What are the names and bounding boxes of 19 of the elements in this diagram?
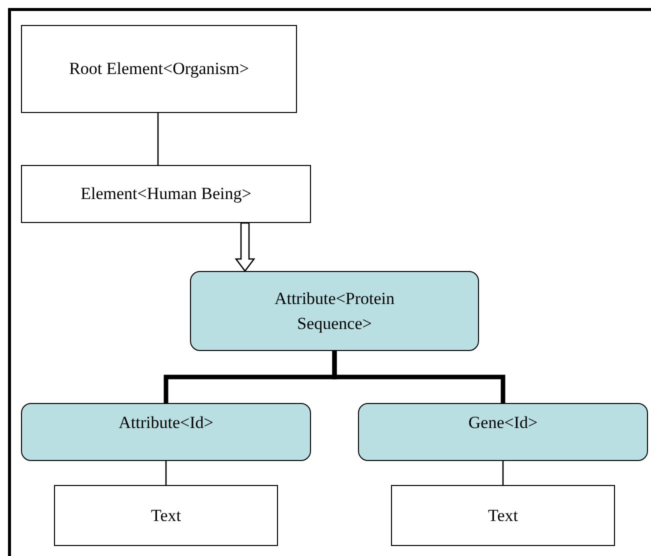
- gene-box: [358, 403, 648, 461]
- node-label: Attribute<Protein Sequence>: [273, 288, 396, 335]
- attribute-box: [21, 403, 311, 461]
- root-element-box: [21, 25, 297, 113]
- connector-line: [157, 113, 159, 165]
- node-label: Attribute<Id>: [118, 412, 214, 434]
- text-box: [391, 485, 615, 546]
- node-label: Root Element<Organism>: [69, 58, 249, 80]
- node-label: Text: [488, 504, 518, 527]
- connector-line: [332, 351, 506, 403]
- node-label: Gene<Id>: [468, 412, 538, 434]
- node-label: Element<Human Being>: [80, 183, 252, 206]
- attribute-box: [190, 271, 479, 351]
- text-box: [54, 485, 278, 546]
- node-label: Text: [151, 504, 181, 527]
- connector-line: [502, 461, 504, 485]
- element-box: [21, 165, 311, 223]
- block-arrow: [234, 222, 256, 272]
- connector-line: [165, 461, 167, 485]
